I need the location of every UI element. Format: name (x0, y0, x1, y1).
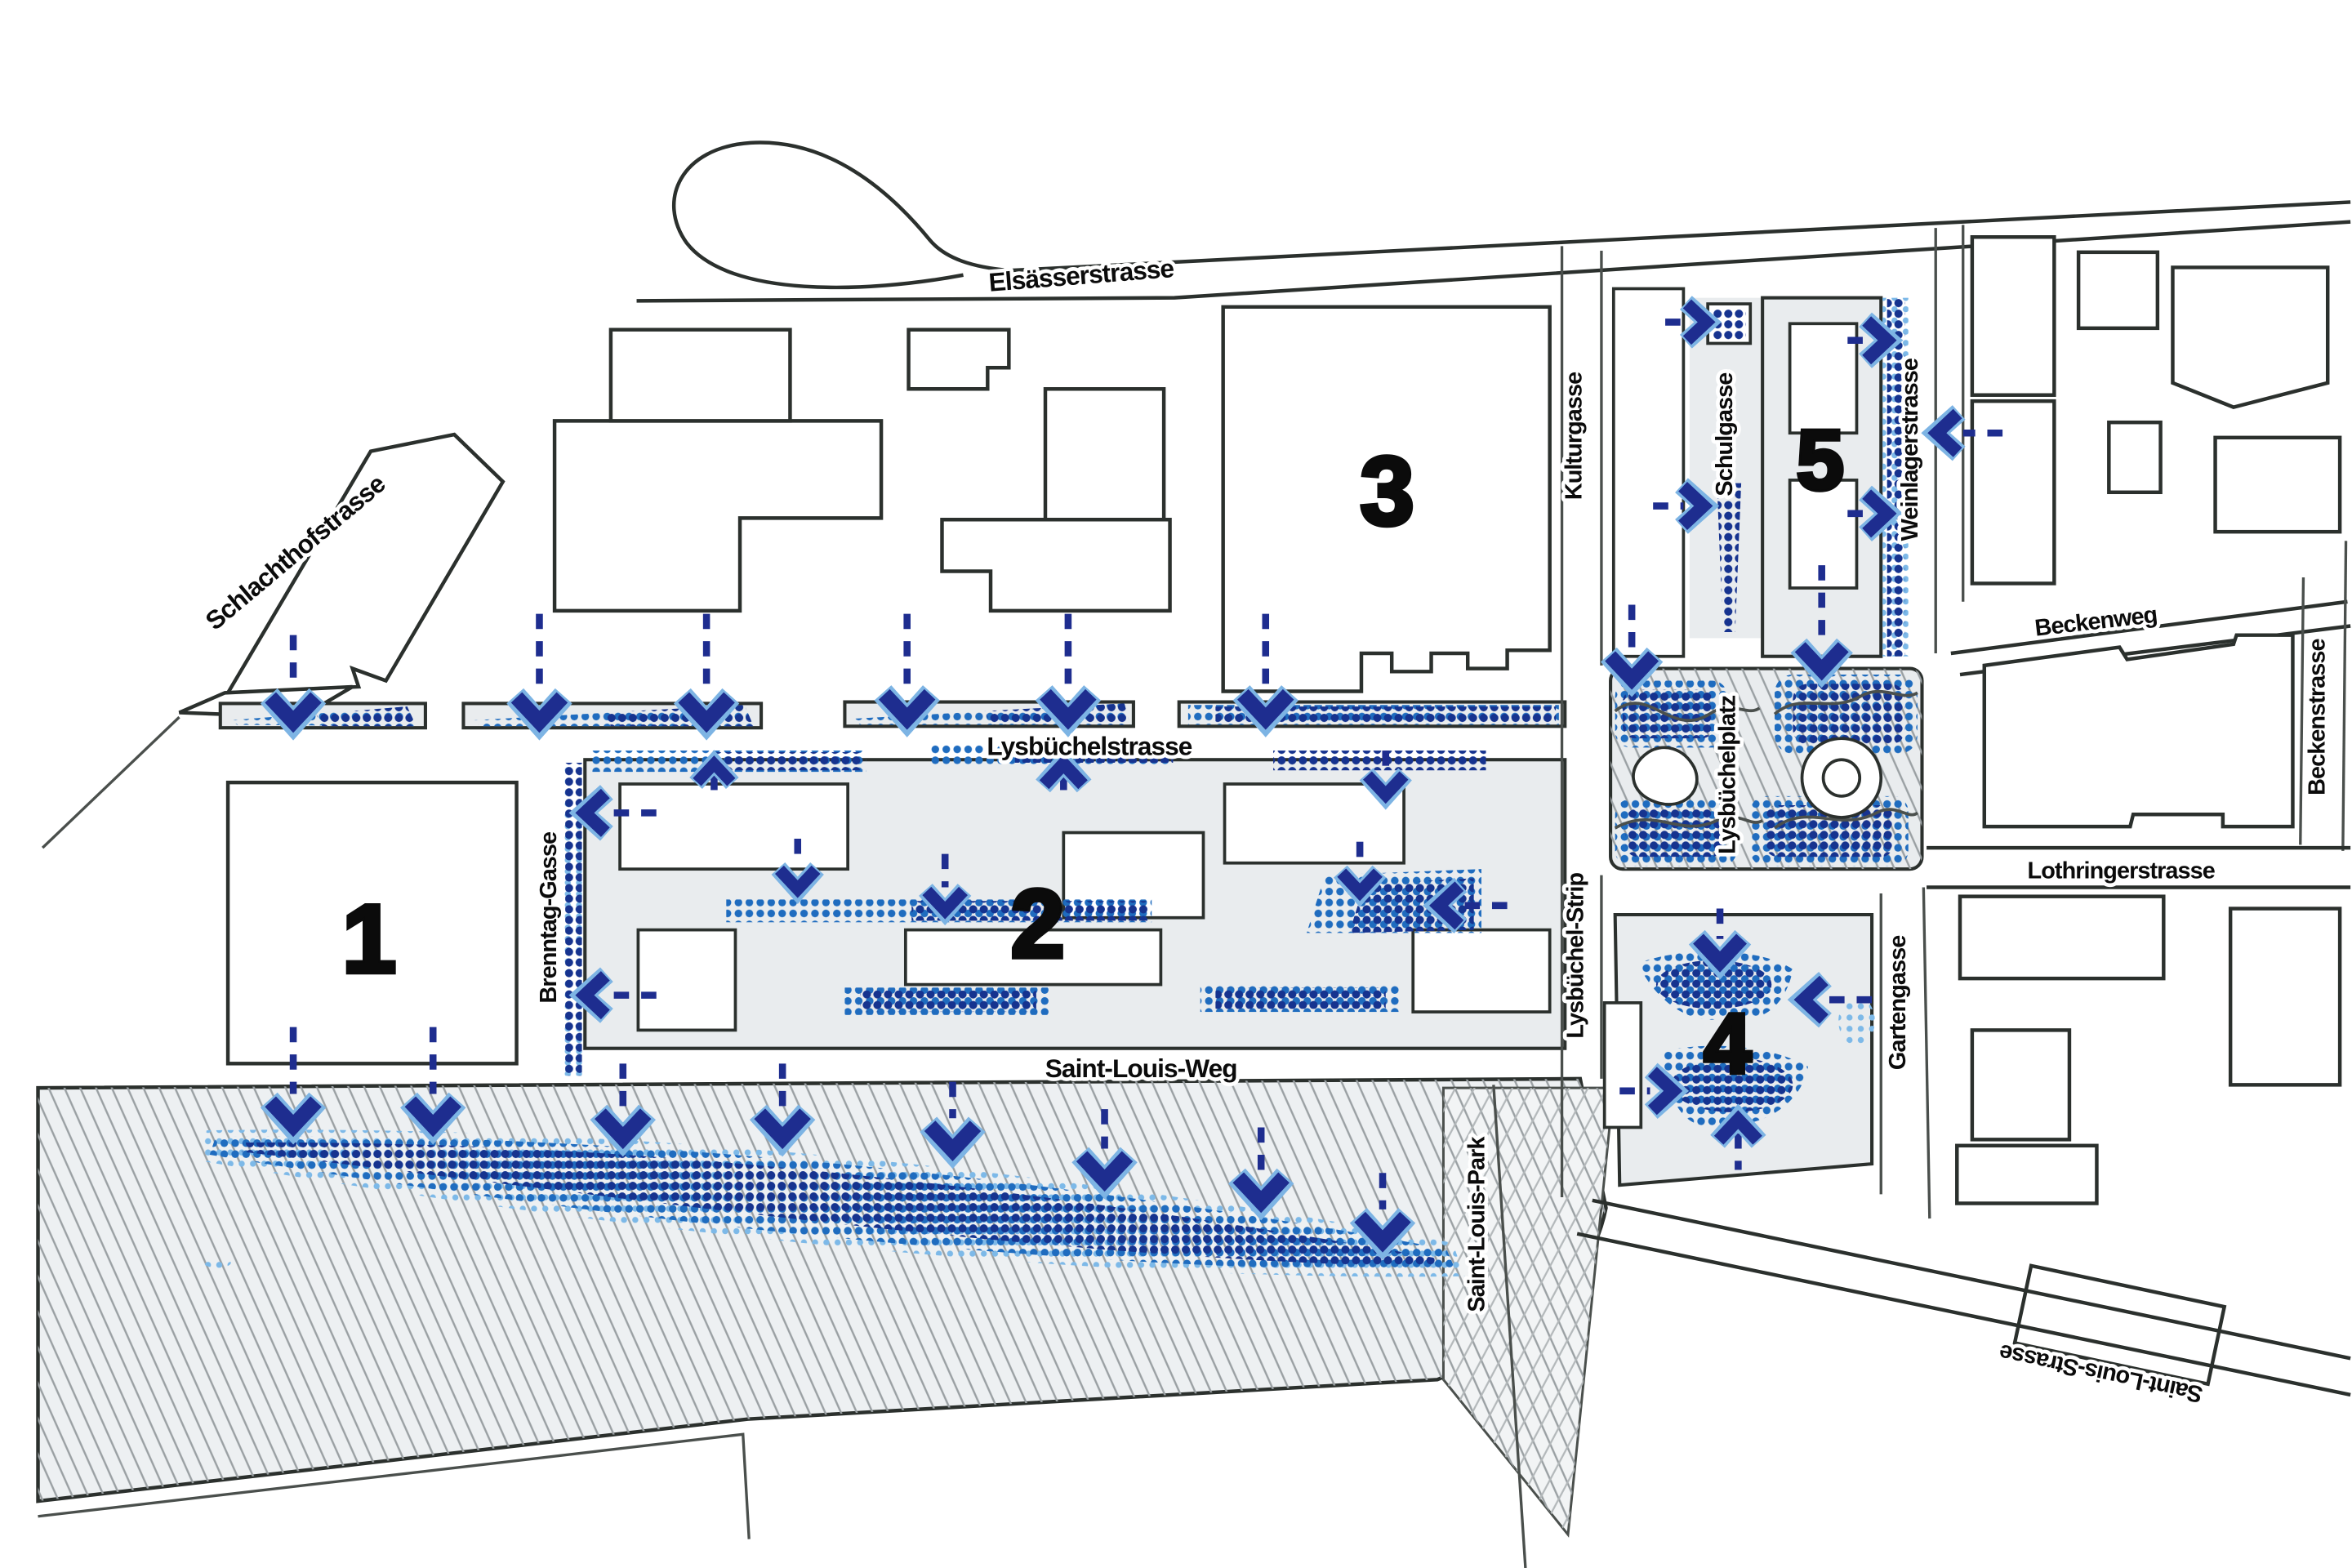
label-brenntag-gasse: Brenntag-Gasse (536, 831, 562, 1004)
north-buildings (552, 305, 1552, 693)
park-lower-boundary (38, 1432, 751, 1539)
label-weinlagerstrasse: Weinlagerstrasse (1897, 358, 1923, 541)
label-schulgasse: Schulgasse (1712, 372, 1738, 497)
area-number-4: 4 (1704, 996, 1751, 1091)
area-numbers: 1 2 3 4 5 (340, 411, 1846, 1094)
beckenstrasse-road (2299, 541, 2348, 851)
label-saint-louis-park: Saint-Louis-Park (1464, 1136, 1490, 1312)
lysbuechelplatz-square (1609, 666, 1924, 871)
label-lysbuechelplatz: Lysbüchelplatz (1715, 695, 1741, 854)
label-gartengasse: Gartengasse (1885, 935, 1911, 1070)
area-number-5: 5 (1797, 413, 1844, 508)
elsaesserstrasse-road (636, 140, 2351, 303)
south-road-edge (1492, 1085, 1527, 1568)
northeast-buildings (1970, 235, 2342, 586)
label-kulturgasse: Kulturgasse (1561, 372, 1588, 500)
area-3-building (1221, 305, 1552, 693)
gartengasse-seep (1838, 996, 1875, 1045)
schulgasse-area5-cluster (1611, 225, 1965, 658)
label-saint-louis-weg: Saint-Louis-Weg (1045, 1054, 1237, 1083)
area-1-building (225, 780, 519, 1066)
area-number-2: 2 (1011, 870, 1065, 978)
flow-arrows (269, 303, 2003, 1243)
schulgasse-water (1717, 483, 1742, 632)
small-seep-dots (203, 1257, 231, 1268)
park-tip-hatched-wedge (1441, 1086, 1615, 1538)
southeast-buildings (1955, 894, 2342, 1387)
label-lothringerstrasse: Lothringerstrasse (2028, 858, 2216, 884)
kulturgasse-strip-lane (1560, 246, 1603, 1198)
beckenweg-south-building (1982, 633, 2295, 829)
label-elsaesserstrasse: Elsässerstrasse (987, 253, 1174, 297)
lothringerstrasse-road (1927, 845, 2351, 889)
label-beckenstrasse: Beckenstrasse (2305, 639, 2331, 795)
gartengasse-road (1879, 887, 1931, 1219)
area-number-1: 1 (342, 885, 396, 994)
label-lysbuechel-strip: Lysbüchel-Strip (1563, 873, 1589, 1039)
label-lysbuechelstrasse: Lysbüchelstrasse (987, 732, 1192, 761)
saint-louis-strasse-road (1576, 1198, 2351, 1397)
area-number-3: 3 (1360, 437, 1414, 546)
park-water-swoosh (200, 1129, 1465, 1277)
